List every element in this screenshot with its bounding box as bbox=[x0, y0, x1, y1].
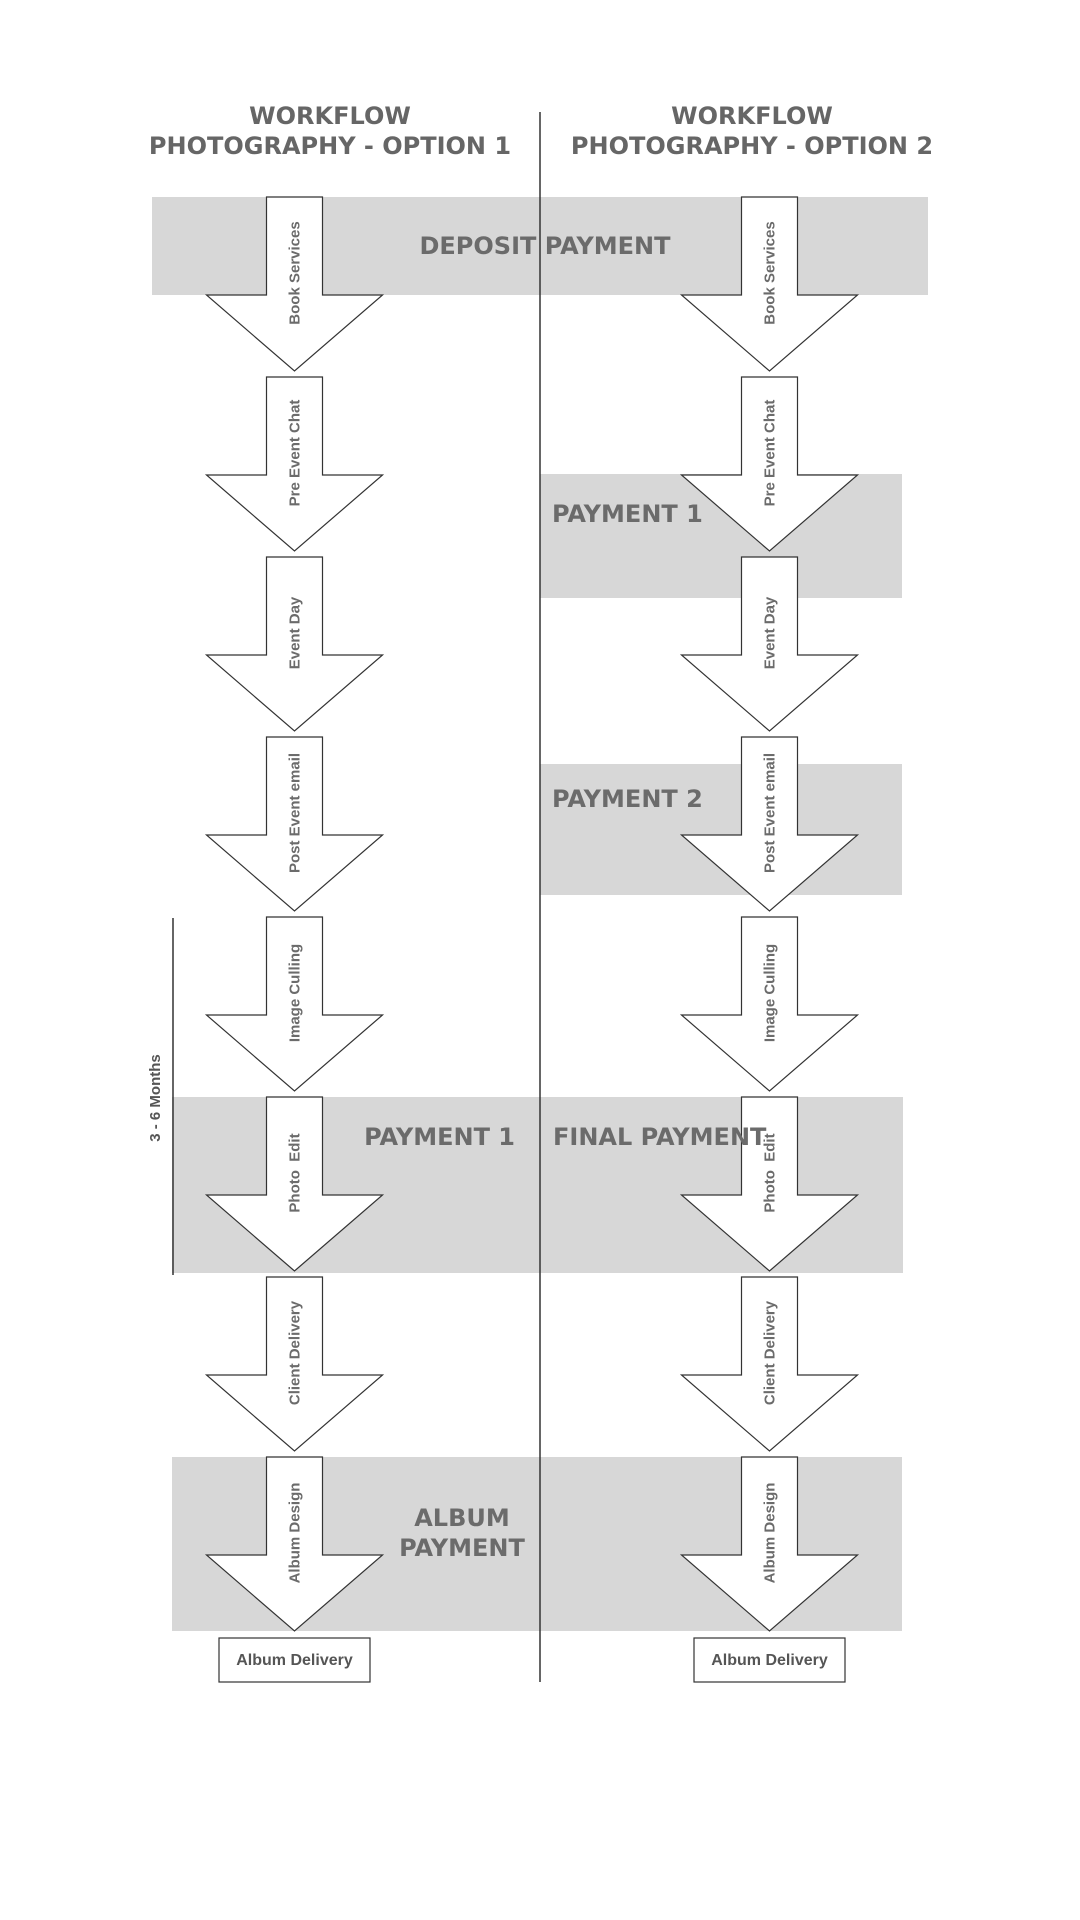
step-label: Image Culling bbox=[762, 944, 779, 1042]
option-2-final-step: Album Delivery bbox=[693, 1637, 846, 1683]
down-arrow-icon bbox=[679, 376, 860, 552]
step-arrow: Event Day bbox=[679, 556, 860, 732]
step-label: Post Event email bbox=[287, 753, 304, 873]
step-label: Photo Edit bbox=[762, 1133, 779, 1212]
step-arrow: Album Design bbox=[679, 1456, 860, 1632]
step-label: Event Day bbox=[762, 596, 779, 669]
step-arrow: Photo Edit bbox=[204, 1096, 385, 1272]
down-arrow-icon bbox=[204, 1456, 385, 1632]
step-arrow: Pre Event Chat bbox=[679, 376, 860, 552]
step-arrow: Post Event email bbox=[204, 736, 385, 912]
step-arrow: Post Event email bbox=[679, 736, 860, 912]
down-arrow-icon bbox=[204, 196, 385, 372]
step-label: Book Services bbox=[762, 221, 779, 324]
option-1-final-step: Album Delivery bbox=[218, 1637, 371, 1683]
step-label: Book Services bbox=[287, 221, 304, 324]
down-arrow-icon bbox=[204, 1096, 385, 1272]
down-arrow-icon bbox=[679, 1276, 860, 1452]
down-arrow-icon bbox=[204, 376, 385, 552]
step-label: Album Design bbox=[762, 1483, 779, 1584]
step-arrow: Album Design bbox=[204, 1456, 385, 1632]
step-arrow: Book Services bbox=[204, 196, 385, 372]
timeframe-label: 3 - 6 Months bbox=[147, 1054, 164, 1142]
step-arrow: Book Services bbox=[679, 196, 860, 372]
album-payment-label-line1: ALBUM bbox=[414, 1504, 510, 1532]
step-label: Post Event email bbox=[762, 753, 779, 873]
down-arrow-icon bbox=[679, 736, 860, 912]
down-arrow-icon bbox=[204, 736, 385, 912]
opt2-payment1-label: PAYMENT 1 bbox=[552, 500, 703, 528]
opt2-payment2-label: PAYMENT 2 bbox=[552, 785, 703, 813]
album-delivery-box bbox=[218, 1637, 371, 1683]
step-arrow: Client Delivery bbox=[204, 1276, 385, 1452]
step-label: Client Delivery bbox=[762, 1300, 779, 1405]
step-label: Event Day bbox=[287, 596, 304, 669]
album-delivery-label: Album Delivery bbox=[711, 1652, 828, 1669]
step-label: Photo Edit bbox=[287, 1133, 304, 1212]
step-arrow: Image Culling bbox=[204, 916, 385, 1092]
album-delivery-box bbox=[693, 1637, 846, 1683]
step-label: Album Design bbox=[287, 1483, 304, 1584]
down-arrow-icon bbox=[679, 1096, 860, 1272]
step-arrow: Client Delivery bbox=[679, 1276, 860, 1452]
step-arrow: Pre Event Chat bbox=[204, 376, 385, 552]
down-arrow-icon bbox=[204, 916, 385, 1092]
column-1-title-line2: PHOTOGRAPHY - OPTION 1 bbox=[149, 132, 511, 160]
step-label: Image Culling bbox=[287, 944, 304, 1042]
column-2-title-line2: PHOTOGRAPHY - OPTION 2 bbox=[571, 132, 933, 160]
down-arrow-icon bbox=[679, 556, 860, 732]
opt2-final-payment-label: FINAL PAYMENT bbox=[553, 1123, 767, 1151]
opt1-payment1-label: PAYMENT 1 bbox=[364, 1123, 515, 1151]
down-arrow-icon bbox=[204, 556, 385, 732]
album-payment-label-line2: PAYMENT bbox=[399, 1534, 525, 1562]
band-opt2-payment2 bbox=[540, 764, 902, 895]
step-arrow: Image Culling bbox=[679, 916, 860, 1092]
down-arrow-icon bbox=[204, 1276, 385, 1452]
down-arrow-icon bbox=[679, 196, 860, 372]
step-label: Pre Event Chat bbox=[762, 400, 779, 507]
step-arrow: Photo Edit bbox=[679, 1096, 860, 1272]
down-arrow-icon bbox=[679, 916, 860, 1092]
album-delivery-label: Album Delivery bbox=[236, 1652, 353, 1669]
column-2-title-line1: WORKFLOW bbox=[671, 102, 833, 130]
step-label: Client Delivery bbox=[287, 1300, 304, 1405]
column-1-title-line1: WORKFLOW bbox=[249, 102, 411, 130]
step-arrow: Event Day bbox=[204, 556, 385, 732]
down-arrow-icon bbox=[679, 1456, 860, 1632]
step-label: Pre Event Chat bbox=[287, 400, 304, 507]
deposit-payment-label: DEPOSIT PAYMENT bbox=[419, 232, 671, 260]
